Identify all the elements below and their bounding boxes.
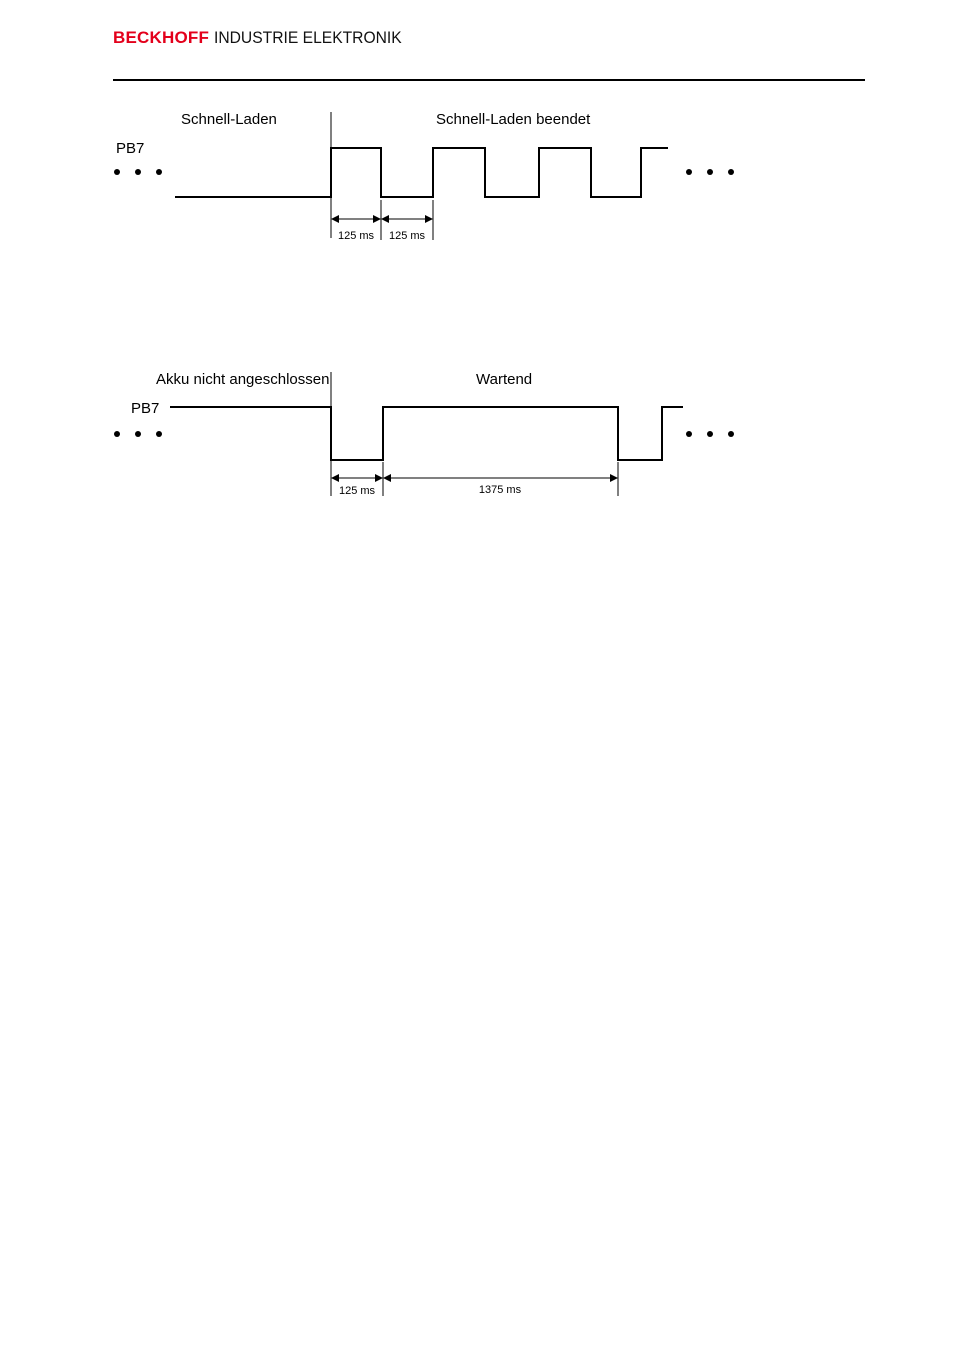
ellipsis-right-icon <box>686 431 734 437</box>
duration-label: 1375 ms <box>479 484 522 496</box>
ellipsis-left-icon <box>114 431 162 437</box>
signal-label: PB7 <box>116 140 144 157</box>
brand-subtitle: INDUSTRIE ELEKTRONIK <box>214 28 402 47</box>
diagram-fast-charge: Schnell-Laden Schnell-Laden beendet PB7 … <box>114 111 734 242</box>
state-label-after: Schnell-Laden beendet <box>436 111 591 128</box>
state-label-before: Akku nicht angeschlossen <box>156 371 329 388</box>
ellipsis-right-icon <box>686 169 734 175</box>
duration-label: 125 ms <box>338 230 375 242</box>
duration-label: 125 ms <box>339 485 376 497</box>
ellipsis-left-icon <box>114 169 162 175</box>
duration-label: 125 ms <box>389 230 426 242</box>
signal-waveform <box>175 147 668 198</box>
state-label-after: Wartend <box>476 371 532 388</box>
diagram-battery-disconnected: Akku nicht angeschlossen Wartend PB7 125… <box>114 371 734 497</box>
brand-logo: BECKHOFF <box>113 28 210 47</box>
state-label-before: Schnell-Laden <box>181 111 277 128</box>
signal-waveform <box>170 406 683 461</box>
header-rule <box>113 79 865 81</box>
signal-label: PB7 <box>131 400 159 417</box>
